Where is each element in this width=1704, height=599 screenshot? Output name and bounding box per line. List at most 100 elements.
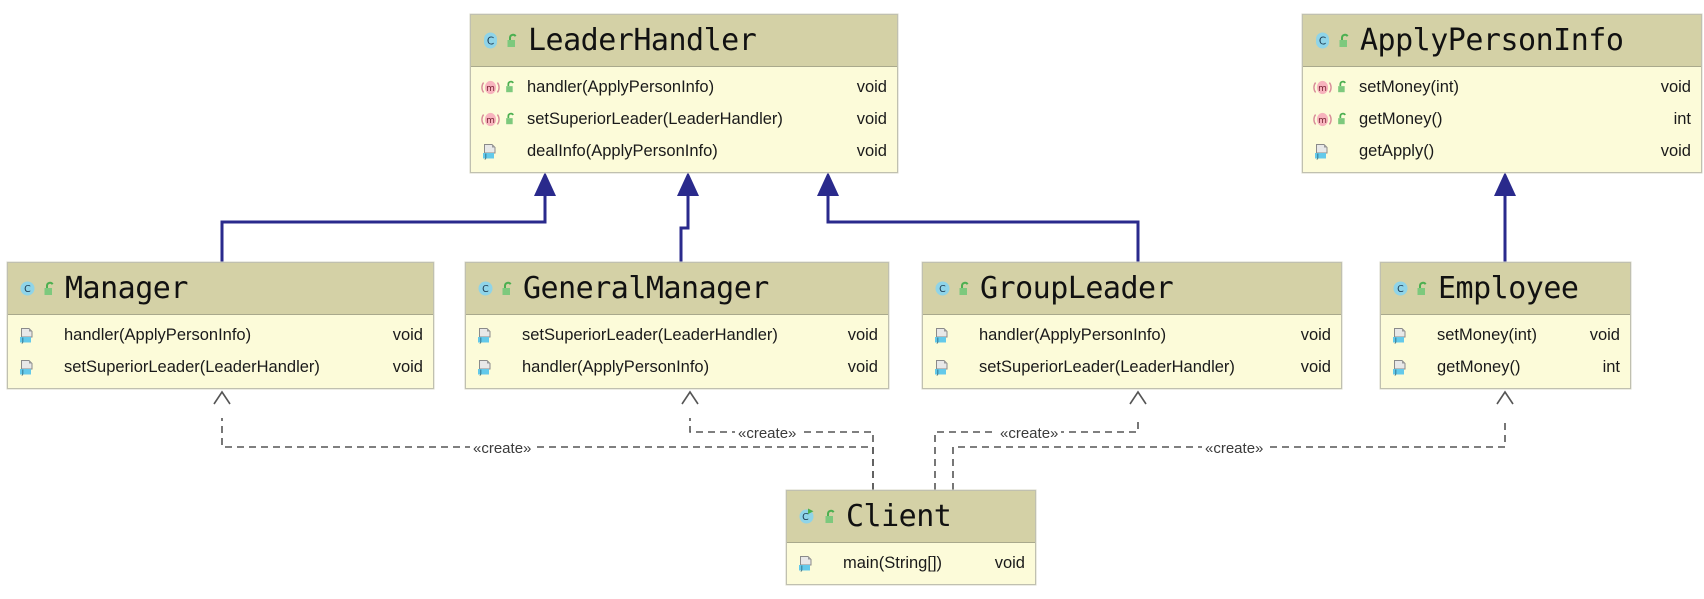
svg-text:C: C <box>482 284 489 295</box>
java-method-icon: J <box>476 358 495 377</box>
uml-member-return-type: void <box>847 357 878 376</box>
uml-member-row[interactable]: J handler(ApplyPersonInfo) void <box>923 319 1341 351</box>
uml-member-row[interactable]: J handler(ApplyPersonInfo) void <box>466 351 888 383</box>
unlock-icon <box>957 281 972 297</box>
class-icon: C <box>933 279 952 298</box>
uml-class-applypersoninfo[interactable]: C ApplyPersonInfo m <box>1302 14 1702 173</box>
unlock-icon <box>505 33 520 49</box>
uml-class-manager[interactable]: C Manager J <box>7 262 434 389</box>
uml-member-row[interactable]: J dealInfo(ApplyPersonInfo) void <box>471 135 897 167</box>
uml-member-return-type: void <box>1300 325 1331 344</box>
java-method-icon: J <box>933 326 952 345</box>
uml-member-return-type: void <box>847 325 878 344</box>
uml-member-row[interactable]: m setMoney(int) void <box>1303 71 1701 103</box>
uml-member-row[interactable]: m handler(ApplyPersonInfo) void <box>471 71 897 103</box>
uml-member-return-type: void <box>1589 325 1620 344</box>
unlock-icon <box>42 281 57 297</box>
uml-class-name: Manager <box>65 271 188 306</box>
unlock-icon <box>504 112 517 126</box>
abstract-method-icon: m <box>1313 78 1332 97</box>
uml-member-signature: handler(ApplyPersonInfo) <box>979 325 1167 344</box>
edge-label-create-generalmanager: «create» <box>735 425 800 442</box>
uml-member-row[interactable]: m setSuperiorLeader(LeaderHandler) void <box>471 103 897 135</box>
uml-member-list: J handler(ApplyPersonInfo) void J setSup… <box>923 315 1341 388</box>
uml-class-leaderhandler[interactable]: C LeaderHandler m <box>470 14 898 173</box>
java-method-icon: J <box>481 142 500 161</box>
uml-member-return-type: int <box>1673 109 1691 128</box>
edge-label-create-employee: «create» <box>1202 440 1267 457</box>
unlock-icon <box>823 509 838 525</box>
java-method-icon: J <box>797 554 816 573</box>
uml-member-return-type: void <box>856 141 887 160</box>
svg-text:C: C <box>1397 284 1404 295</box>
svg-text:C: C <box>939 284 946 295</box>
uml-member-row[interactable]: J getMoney() int <box>1381 351 1630 383</box>
uml-member-signature: setMoney(int) <box>1359 77 1459 96</box>
uml-member-row[interactable]: J setSuperiorLeader(LeaderHandler) void <box>8 351 433 383</box>
uml-member-return-type: int <box>1602 357 1620 376</box>
uml-member-signature: setSuperiorLeader(LeaderHandler) <box>979 357 1235 376</box>
uml-member-return-type: void <box>1660 141 1691 160</box>
uml-class-header: C LeaderHandler <box>471 15 897 67</box>
uml-member-signature: getMoney() <box>1437 357 1521 376</box>
svg-text:C: C <box>802 512 809 523</box>
svg-text:J: J <box>479 368 482 375</box>
uml-member-row[interactable]: J setSuperiorLeader(LeaderHandler) void <box>923 351 1341 383</box>
svg-text:J: J <box>21 336 24 343</box>
uml-class-header: C GroupLeader <box>923 263 1341 315</box>
svg-text:C: C <box>24 284 31 295</box>
abstract-method-icon: m <box>1313 110 1332 129</box>
uml-member-return-type: void <box>856 109 887 128</box>
uml-member-row[interactable]: J setSuperiorLeader(LeaderHandler) void <box>466 319 888 351</box>
java-method-icon: J <box>18 358 37 377</box>
svg-text:J: J <box>1394 336 1397 343</box>
svg-text:m: m <box>486 84 495 94</box>
uml-member-signature: setSuperiorLeader(LeaderHandler) <box>64 357 320 376</box>
uml-class-header: C Employee <box>1381 263 1630 315</box>
uml-member-list: J setSuperiorLeader(LeaderHandler) void … <box>466 315 888 388</box>
uml-member-signature: getMoney() <box>1359 109 1443 128</box>
uml-class-name: Client <box>846 499 952 534</box>
svg-text:m: m <box>1318 84 1327 94</box>
uml-class-employee[interactable]: C Employee J <box>1380 262 1631 389</box>
uml-member-row[interactable]: J getApply() void <box>1303 135 1701 167</box>
uml-class-generalmanager[interactable]: C GeneralManager J <box>465 262 889 389</box>
uml-member-return-type: void <box>1300 357 1331 376</box>
uml-member-row[interactable]: m getMoney() int <box>1303 103 1701 135</box>
uml-member-row[interactable]: J main(String[]) void <box>787 547 1035 579</box>
edge-label-create-manager: «create» <box>470 440 535 457</box>
uml-member-signature: setMoney(int) <box>1437 325 1537 344</box>
uml-member-signature: dealInfo(ApplyPersonInfo) <box>527 141 718 160</box>
uml-member-return-type: void <box>392 325 423 344</box>
uml-member-signature: handler(ApplyPersonInfo) <box>64 325 252 344</box>
edge-label-create-groupleader: «create» <box>997 425 1062 442</box>
abstract-method-icon: m <box>481 78 500 97</box>
uml-class-name: ApplyPersonInfo <box>1360 23 1624 58</box>
uml-member-signature: main(String[]) <box>843 553 943 572</box>
uml-class-header: C Manager <box>8 263 433 315</box>
unlock-icon <box>504 80 517 94</box>
unlock-icon <box>1415 281 1430 297</box>
class-icon: C <box>481 31 500 50</box>
uml-member-list: J setMoney(int) void J getMoney() int <box>1381 315 1630 388</box>
uml-member-signature: setSuperiorLeader(LeaderHandler) <box>527 109 783 128</box>
uml-class-client[interactable]: C Client J <box>786 490 1036 585</box>
uml-class-name: GroupLeader <box>980 271 1174 306</box>
class-icon: C <box>476 279 495 298</box>
uml-member-return-type: void <box>392 357 423 376</box>
svg-text:J: J <box>1394 368 1397 375</box>
uml-member-row[interactable]: J setMoney(int) void <box>1381 319 1630 351</box>
uml-class-header: C GeneralManager <box>466 263 888 315</box>
uml-member-return-type: void <box>994 553 1025 572</box>
uml-member-return-type: void <box>856 77 887 96</box>
uml-member-list: J main(String[]) void <box>787 543 1035 584</box>
uml-class-name: GeneralManager <box>523 271 769 306</box>
uml-member-list: m handler(ApplyPersonInfo) void <box>471 67 897 172</box>
uml-member-row[interactable]: J handler(ApplyPersonInfo) void <box>8 319 433 351</box>
uml-class-header: C Client <box>787 491 1035 543</box>
svg-text:J: J <box>936 336 939 343</box>
java-method-icon: J <box>1391 326 1410 345</box>
uml-class-groupleader[interactable]: C GroupLeader J <box>922 262 1342 389</box>
svg-text:J: J <box>484 152 487 159</box>
